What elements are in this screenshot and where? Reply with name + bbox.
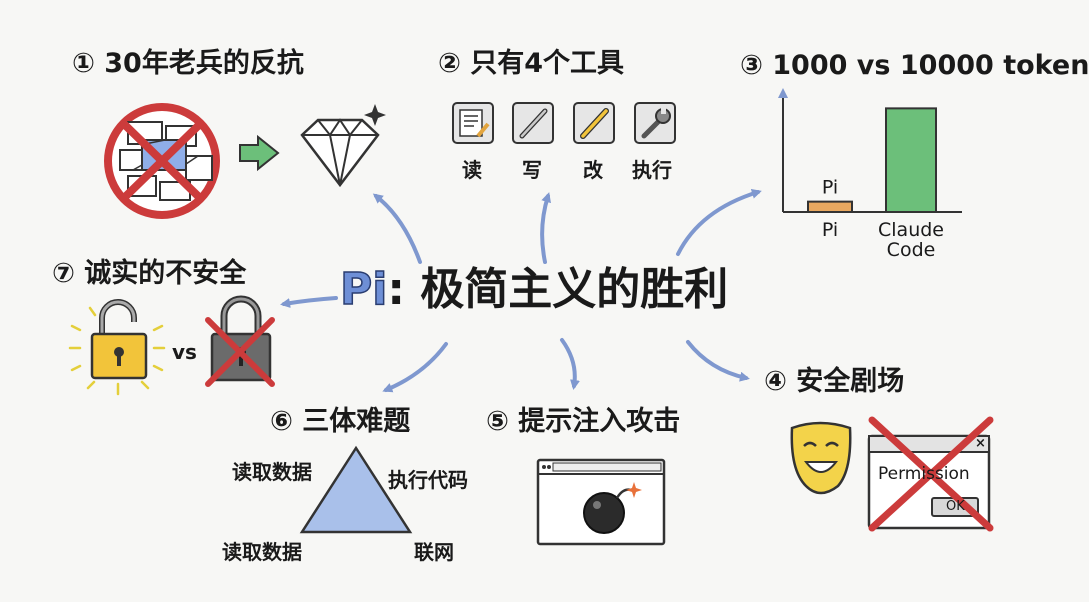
section4-graphic [790,416,994,532]
locked-padlock-icon [205,295,275,387]
edit-pencil-icon [573,102,615,144]
section7-graphic [68,295,275,396]
read-doc-icon [452,102,494,144]
arrow-to-section2 [540,192,551,264]
arrow-to-section6 [382,342,448,393]
unlocked-padlock-icon [90,299,148,380]
vertex-label-bottom-right: 联网 [414,540,454,564]
bomb-icon [583,482,642,534]
trilemma-triangle [299,445,413,534]
section6-title: ⑥ 三体难题 [270,406,411,437]
glow-rays [68,306,166,396]
bar-data-label: Pi [822,177,838,199]
arrow-to-section4 [686,340,750,382]
x-tick-label: Code [887,239,936,261]
vertex-label-right: 执行代码 [388,468,468,492]
section5-title: ⑤ 提示注入攻击 [486,406,681,437]
section1-title: ① 30年老兵的反抗 [72,48,304,79]
arrow-to-section7 [280,296,338,308]
vertex-label-top-left: 读取数据 [232,460,312,484]
central-title-pi: Pi [339,264,388,315]
section7-title: ⑦ 诚实的不安全 [52,258,247,289]
x-tick-label: Pi [822,219,838,241]
diamond-icon [300,104,386,188]
permission-dialog-text: Permission [878,464,970,484]
branch-arrows [280,189,762,393]
arrow-to-section1 [372,193,422,264]
green-arrow-icon [239,134,280,172]
section4-title: ④ 安全剧场 [764,366,905,397]
tool-label-exec: 执行 [632,158,672,182]
x-tick-label: Claude [878,219,944,241]
pencil-icon [512,102,554,144]
section3-title: ③ 1000 vs 10000 token [740,50,1089,81]
section2-title: ② 只有4个工具 [438,48,625,79]
forbidden-architecture-icon [104,103,220,219]
arrow-to-section5 [560,338,580,390]
permission-dialog-ok: OK [946,499,965,514]
section1-graphic [104,103,386,219]
section2-graphic [452,102,676,144]
permission-dialog-close: × [975,436,986,451]
central-title-rest: : 极简主义的胜利 [387,264,729,315]
bar-claude-code [885,107,937,213]
central-title: Pi: 极简主义的胜利 [339,267,728,313]
section5-graphic [536,458,666,546]
bar-pi [807,200,853,214]
arrow-to-section3 [676,189,762,256]
vertex-label-bottom-left: 读取数据 [222,540,302,564]
tool-label-edit: 改 [583,158,603,182]
tool-label-read: 读 [462,158,482,182]
tool-label-write: 写 [522,158,542,182]
theater-mask-icon [790,421,852,495]
wrench-icon [634,102,676,144]
vs-label: vs [172,340,197,364]
